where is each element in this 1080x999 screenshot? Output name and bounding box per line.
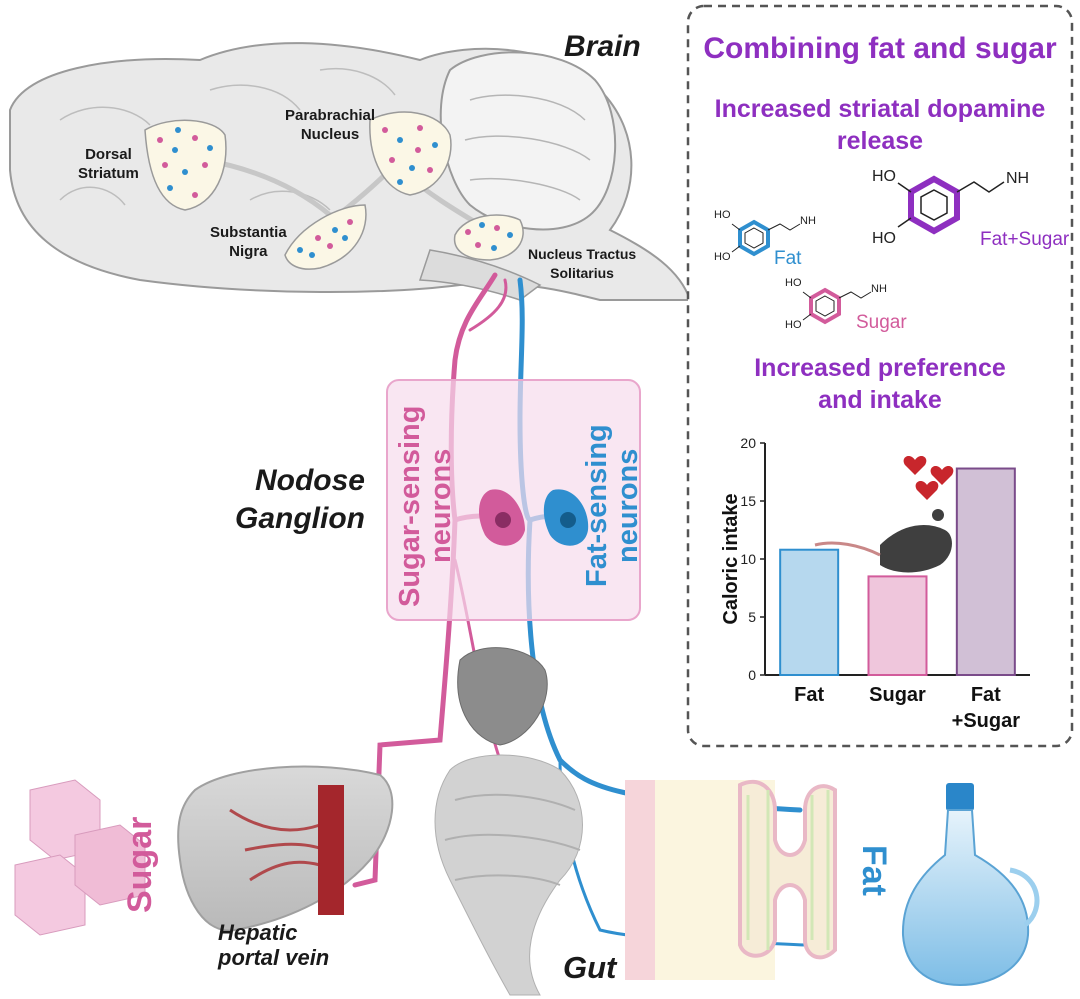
nucleus-dot [167,185,173,191]
y-tick-label: 20 [740,435,756,451]
mol-fatsugar-label: Fat+Sugar [980,229,1070,250]
hearts-icon [903,455,954,500]
dopamine-molecule-fat: HO HO NH [714,209,816,263]
nucleus-dot [397,137,403,143]
stomach-intestine [434,647,583,996]
nucleus-dot [297,247,303,253]
dorsal-striatum-label: Dorsal Striatum [78,146,139,182]
nucleus-dot [397,179,403,185]
bar [955,467,1016,676]
y-axis-label: Caloric intake [720,493,742,624]
y-tick-label: 10 [740,551,756,567]
nucleus-dot [475,242,481,248]
nucleus-dot [207,145,213,151]
sugar-neuron [478,489,525,546]
oil-bottle-illustration [901,783,1040,987]
nucleus-dot [162,162,168,168]
dopamine-molecule-sugar: HO HO NH [785,277,887,331]
fat-vertical-label: Fat [855,844,893,896]
nucleus-dot [494,225,500,231]
nucleus-dot [172,147,178,153]
nucleus-dot [182,169,188,175]
svg-text:HO: HO [872,230,896,247]
nucleus-dot [382,127,388,133]
nucleus-dot [332,227,338,233]
nucleus-dot [389,157,395,163]
nucleus-dot [432,142,438,148]
y-tick-label: 0 [748,667,756,683]
nucleus-dot [417,125,423,131]
brain-illustration [9,42,692,301]
dopamine-molecule-fatsugar: HO HO NH [872,168,1029,247]
nucleus-dot [491,245,497,251]
brain-label: Brain [564,30,641,63]
svg-text:HO: HO [872,168,896,185]
svg-text:HO: HO [785,277,802,289]
summary-panel [686,4,1074,748]
nucleus-dot [479,222,485,228]
parabrachial-label: Parabrachial Nucleus [285,107,376,143]
bar [867,575,928,677]
nucleus-dot [427,167,433,173]
intestinal-villi [625,779,837,980]
fat-neuron [543,489,589,546]
x-tick-label: Fat+Sugar [952,684,1021,732]
nucleus-dot [415,147,421,153]
svg-text:HO: HO [785,319,802,331]
nodose-ganglion-label: Nodose Ganglion [235,464,365,535]
y-tick-label: 5 [748,609,756,625]
y-tick-label: 15 [740,493,756,509]
liver [177,765,394,932]
nucleus-dot [347,219,353,225]
dopamine-heading: Increased striatal dopamine release [714,95,1046,155]
panel-title: Combining fat and sugar [703,32,1057,65]
nucleus-dot [409,165,415,171]
bar [779,548,840,676]
x-tick-label: Sugar [869,684,926,706]
nucleus-dot [507,232,513,238]
mol-sugar-label: Sugar [856,312,907,333]
x-tick-label: Fat [794,684,824,706]
fat-sensing-label: Fat-sensing neurons [581,424,644,588]
sugar-sensing-label: Sugar-sensing neurons [394,405,457,607]
svg-text:NH: NH [800,215,816,227]
nucleus-dot [202,162,208,168]
nucleus-dot [465,229,471,235]
nucleus-dot [192,192,198,198]
svg-text:HO: HO [714,209,731,221]
nucleus-dot [315,235,321,241]
mol-fat-label: Fat [774,248,802,269]
nucleus-dot [309,252,315,258]
svg-text:HO: HO [714,251,731,263]
mouse-illustration [814,509,952,573]
hepatic-portal-vein-label: Hepatic portal vein [218,920,330,970]
nucleus-dot [192,135,198,141]
svg-text:NH: NH [871,283,887,295]
nucleus-dot [342,235,348,241]
nts-label: Nucleus Tractus Solitarius [528,246,637,281]
nucleus-dot [175,127,181,133]
nucleus-dot [157,137,163,143]
sugar-cubes-illustration [14,779,146,936]
nucleus-dot [327,243,333,249]
substantia-nigra-label: Substantia Nigra [210,224,287,260]
sugar-vertical-label: Sugar [121,816,159,914]
preference-heading: Increased preference and intake [754,354,1006,414]
svg-text:NH: NH [1006,170,1029,187]
gut-label: Gut [563,950,617,985]
